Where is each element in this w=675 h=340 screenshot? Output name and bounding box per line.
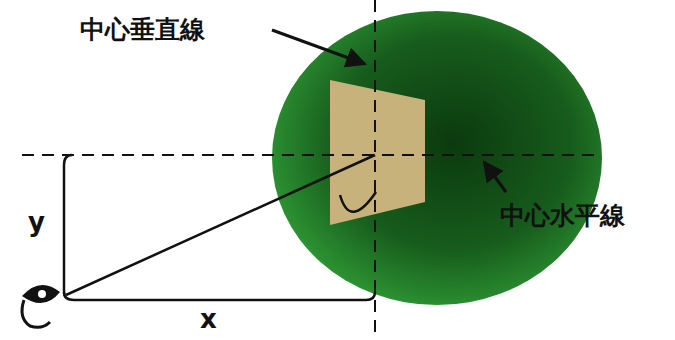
trapezoid-plane bbox=[330, 80, 425, 225]
dimension-label: x bbox=[200, 305, 217, 334]
angle-arc bbox=[340, 192, 376, 212]
center-horizontal-line bbox=[22, 154, 598, 156]
callout-label: 中心垂直線 bbox=[80, 16, 205, 44]
y-bracket bbox=[64, 155, 72, 297]
eye-icon bbox=[22, 285, 60, 327]
x-bracket bbox=[64, 292, 375, 300]
sight-line bbox=[66, 155, 375, 295]
callout-label: 中心水平線 bbox=[500, 202, 625, 230]
center-vertical-line bbox=[374, 0, 376, 340]
leader-arrow bbox=[272, 30, 365, 64]
dimension-label: y bbox=[28, 208, 45, 237]
tree-crown bbox=[272, 11, 602, 305]
leader-arrow bbox=[484, 162, 506, 192]
